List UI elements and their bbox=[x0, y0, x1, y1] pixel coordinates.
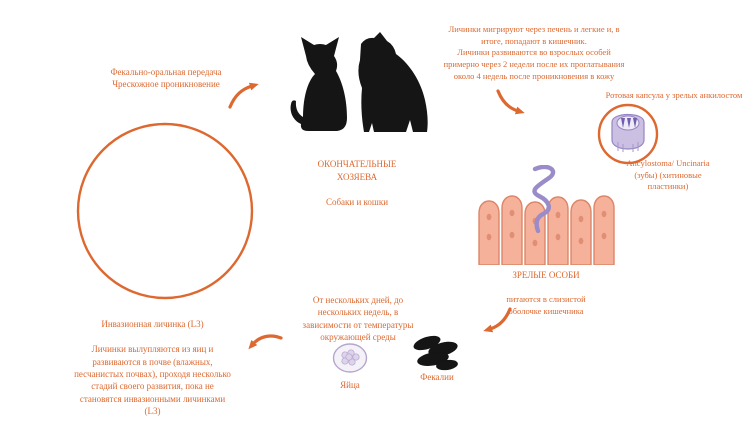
hosts-caption: ОКОНЧАТЕЛЬНЫЕ ХОЗЯЕВА Собаки и кошки bbox=[297, 146, 417, 220]
cat-silhouette bbox=[290, 37, 347, 131]
dog-silhouette bbox=[358, 32, 428, 132]
villi-cell-dots bbox=[486, 209, 607, 247]
duration-label: От нескольких дней, до нескольких недель… bbox=[302, 295, 414, 343]
hosts-subtitle: Собаки и кошки bbox=[325, 196, 389, 207]
larva-caption: Инвазионная личинка (L3) Личинки вылупля… bbox=[50, 306, 255, 430]
capsule-label: Ротовая капсула у зрелых анкилостом bbox=[605, 90, 743, 100]
migration-label: Личинки мигрируют через печень и легкие … bbox=[443, 24, 625, 81]
chitinous-teeth-icon bbox=[621, 118, 637, 128]
buccal-capsule-illustration bbox=[597, 103, 659, 165]
soil-circle-ring bbox=[76, 122, 254, 300]
egg-morula-icon bbox=[341, 349, 360, 366]
adult-worm-icon bbox=[532, 165, 556, 234]
intestinal-mucosa-illustration bbox=[478, 165, 615, 265]
definitive-hosts-illustration bbox=[290, 32, 428, 132]
arrow-to-hosts-icon bbox=[228, 82, 259, 109]
arrow-to-feces-icon bbox=[483, 307, 512, 333]
feces-icon bbox=[413, 335, 458, 371]
adults-subtitle: питаются в слизистой оболочке кишечника bbox=[506, 294, 586, 316]
soil-environment-illustration bbox=[76, 122, 254, 300]
arrow-to-soil-icon bbox=[248, 334, 283, 350]
intestinal-villi-icon bbox=[478, 195, 615, 265]
hosts-title: ОКОНЧАТЕЛЬНЫЕ ХОЗЯЕВА bbox=[317, 159, 397, 182]
larva-text: Личинки вылупляются из яиц и развиваются… bbox=[74, 344, 231, 417]
adults-caption: ЗРЕЛЫЕ ОСОБИ питаются в слизистой оболоч… bbox=[477, 257, 615, 330]
species-label: Ancylostoma/ Uncinaria (зубы) (хитиновые… bbox=[626, 158, 710, 192]
egg-illustration bbox=[332, 343, 368, 373]
arrow-to-adults-icon bbox=[496, 89, 525, 115]
adults-title: ЗРЕЛЫЕ ОСОБИ bbox=[512, 270, 580, 281]
eggs-label: Яйца bbox=[340, 380, 360, 390]
feces-label: Фекалии bbox=[420, 372, 454, 382]
transmission-label: Фекально-оральная передача Чрескожное пр… bbox=[110, 67, 222, 90]
larva-title: Инвазионная личинка (L3) bbox=[101, 319, 204, 330]
feces-illustration bbox=[413, 335, 458, 371]
